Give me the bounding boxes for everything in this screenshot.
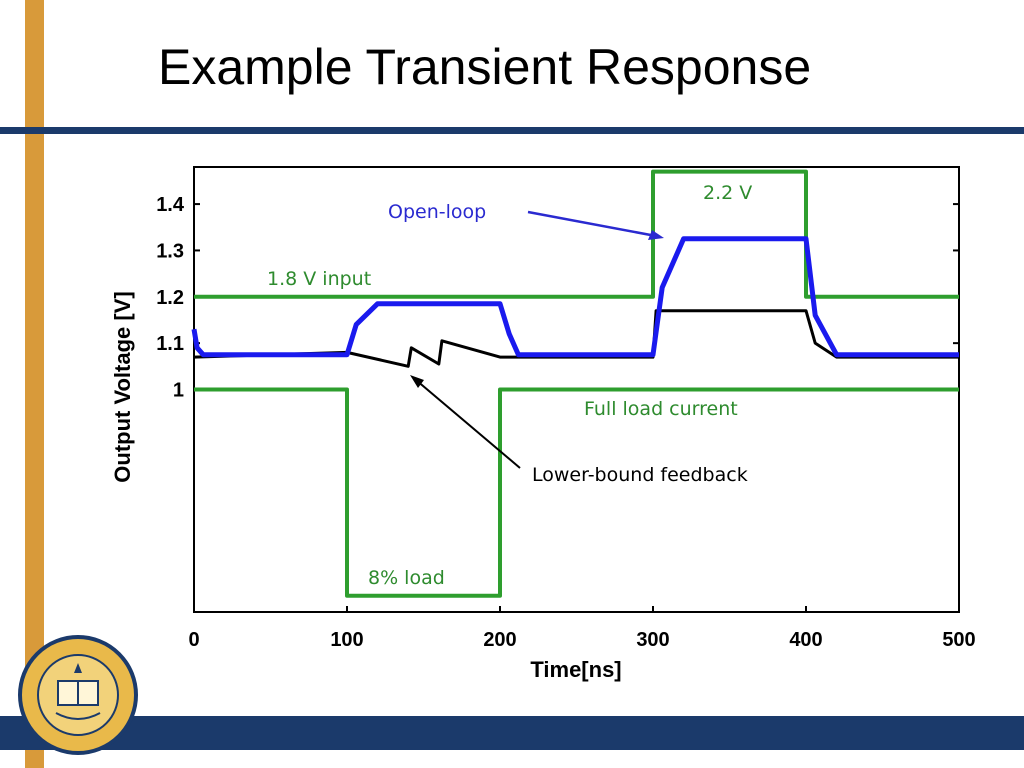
y-tick-label: 1 — [173, 380, 184, 402]
annotation-input: 1.8 V input — [267, 268, 371, 290]
university-seal-logo — [18, 635, 138, 755]
axis-ticks: 0 100 200 300 400 500 1 1.1 1.2 1.3 1.4 — [156, 194, 976, 651]
series-line-load — [194, 387, 959, 598]
x-tick-label: 400 — [789, 629, 822, 651]
title-divider — [0, 127, 1024, 134]
open-loop-arrowhead — [648, 230, 664, 240]
annotation-feedback: Lower-bound feedback — [532, 464, 748, 486]
y-tick-label: 1.1 — [156, 333, 184, 355]
feedback-arrowhead — [410, 375, 424, 388]
data-series — [191, 169, 959, 598]
y-tick-label: 1.3 — [156, 240, 184, 262]
x-tick-label: 500 — [942, 629, 975, 651]
gold-sidebar-bar — [25, 0, 44, 768]
feedback-arrow — [415, 379, 521, 469]
open-loop-arrow — [527, 210, 657, 238]
footer-bar — [0, 716, 1024, 750]
y-tick-label: 1.2 — [156, 287, 184, 309]
x-tick-label: 200 — [483, 629, 516, 651]
transient-response-chart: 0 100 200 300 400 500 1 1.1 1.2 1.3 1.4 2.2 V Open… — [110, 166, 976, 682]
annotation-input-high: 2.2 V — [703, 182, 752, 204]
annotation-full-load: Full load current — [584, 398, 738, 420]
series-line-input — [194, 169, 959, 299]
y-axis-label: Output Voltage [V] — [110, 291, 135, 482]
annotation-low-load: 8% load — [368, 567, 445, 589]
y-tick-label: 1.4 — [156, 194, 185, 216]
x-tick-label: 0 — [188, 629, 199, 651]
series-line-feedback — [193, 309, 959, 368]
annotation-open-loop: Open-loop — [388, 201, 486, 223]
slide-title: Example Transient Response — [158, 39, 812, 95]
x-axis-label: Time[ns] — [530, 657, 621, 682]
x-tick-label: 100 — [330, 629, 363, 651]
series-line-open-loop — [191, 236, 959, 358]
x-tick-label: 300 — [636, 629, 669, 651]
